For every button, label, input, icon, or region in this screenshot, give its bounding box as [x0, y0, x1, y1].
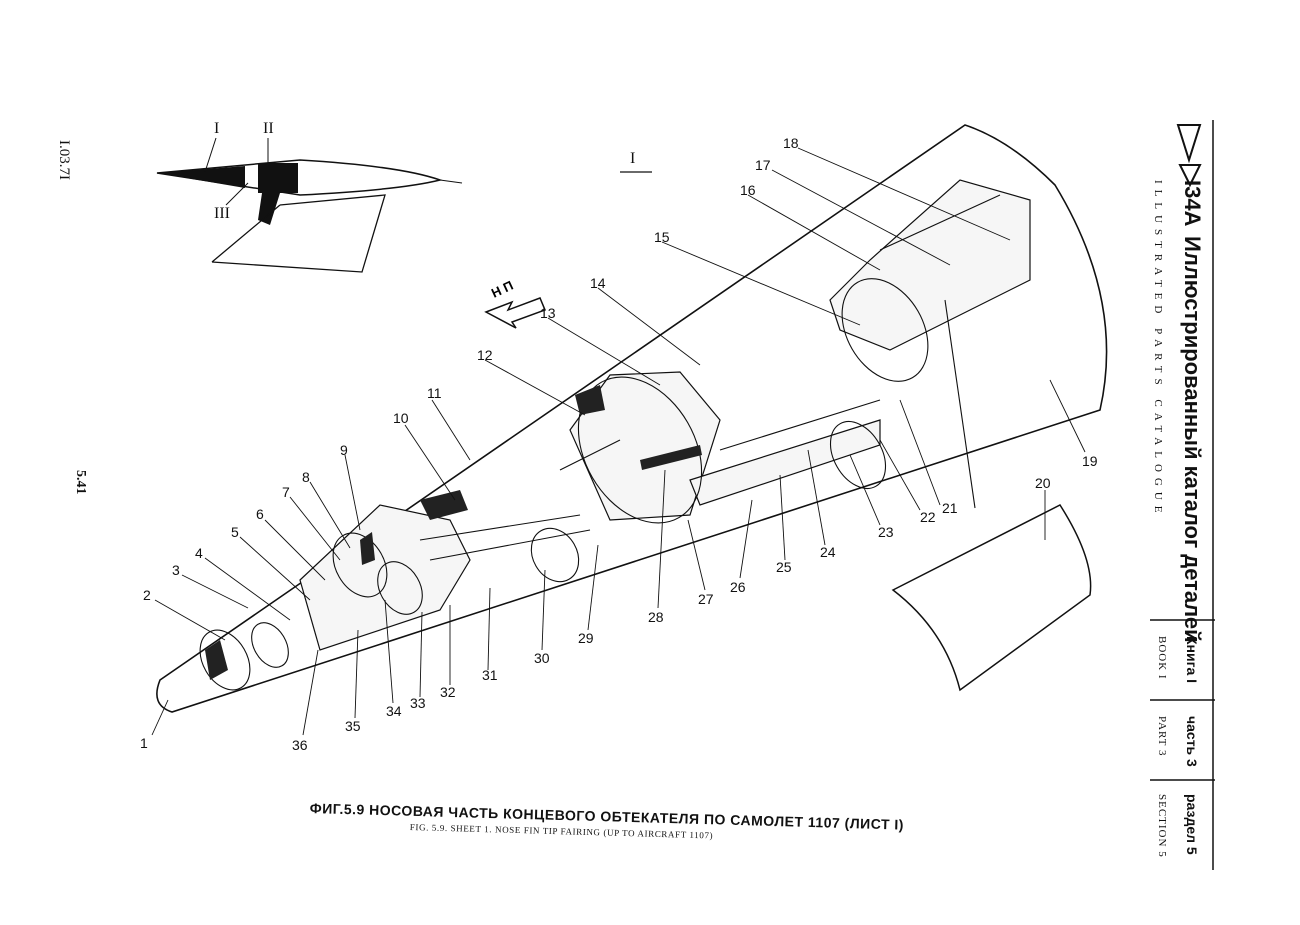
locator-label-i: I	[214, 120, 219, 137]
callout-5: 5	[231, 524, 239, 540]
callout-7: 7	[282, 484, 290, 500]
locator-label-ii: II	[263, 120, 274, 137]
callout-33: 33	[410, 695, 426, 711]
callout-13: 13	[540, 305, 556, 321]
forward-arrow-icon	[484, 297, 546, 329]
callout-4: 4	[195, 545, 203, 561]
callout-15: 15	[654, 229, 670, 245]
callout-12: 12	[477, 347, 493, 363]
direction-label: Н П	[489, 278, 516, 301]
callout-10: 10	[393, 410, 409, 426]
header-separators	[1150, 120, 1215, 870]
callout-16: 16	[740, 182, 756, 198]
callout-27: 27	[698, 591, 714, 607]
callout-6: 6	[256, 506, 264, 522]
callout-9: 9	[340, 442, 348, 458]
callout-32: 32	[440, 684, 456, 700]
locator-sketch	[156, 137, 463, 273]
callout-28: 28	[648, 609, 664, 625]
callout-2: 2	[143, 587, 151, 603]
callout-26: 26	[730, 579, 746, 595]
callout-25: 25	[776, 559, 792, 575]
callout-22: 22	[920, 509, 936, 525]
callout-numbers: 1 2 3 4 5 6 7 8 9 10 11 12 13 14 15 16 1…	[140, 135, 1098, 753]
callout-30: 30	[534, 650, 550, 666]
brand-logo	[1176, 124, 1202, 188]
callout-leaders	[151, 147, 1086, 736]
callout-17: 17	[755, 157, 771, 173]
callout-1: 1	[140, 735, 148, 751]
callout-20: 20	[1035, 475, 1051, 491]
callout-34: 34	[386, 703, 402, 719]
detached-panel	[891, 504, 1092, 692]
callout-18: 18	[783, 135, 799, 151]
callout-29: 29	[578, 630, 594, 646]
callout-23: 23	[878, 524, 894, 540]
callout-36: 36	[292, 737, 308, 753]
fairing-skin-cutaway	[299, 179, 1031, 651]
callout-14: 14	[590, 275, 606, 291]
callout-8: 8	[302, 469, 310, 485]
callout-3: 3	[172, 562, 180, 578]
callout-35: 35	[345, 718, 361, 734]
interior-shading	[205, 385, 702, 680]
callout-21: 21	[942, 500, 958, 516]
callout-24: 24	[820, 544, 836, 560]
callout-11: 11	[427, 385, 442, 401]
callout-19: 19	[1082, 453, 1098, 469]
locator-label-iii: III	[214, 205, 230, 222]
interior-frames	[199, 194, 1001, 691]
callout-31: 31	[482, 667, 498, 683]
view-label: I	[630, 150, 635, 167]
